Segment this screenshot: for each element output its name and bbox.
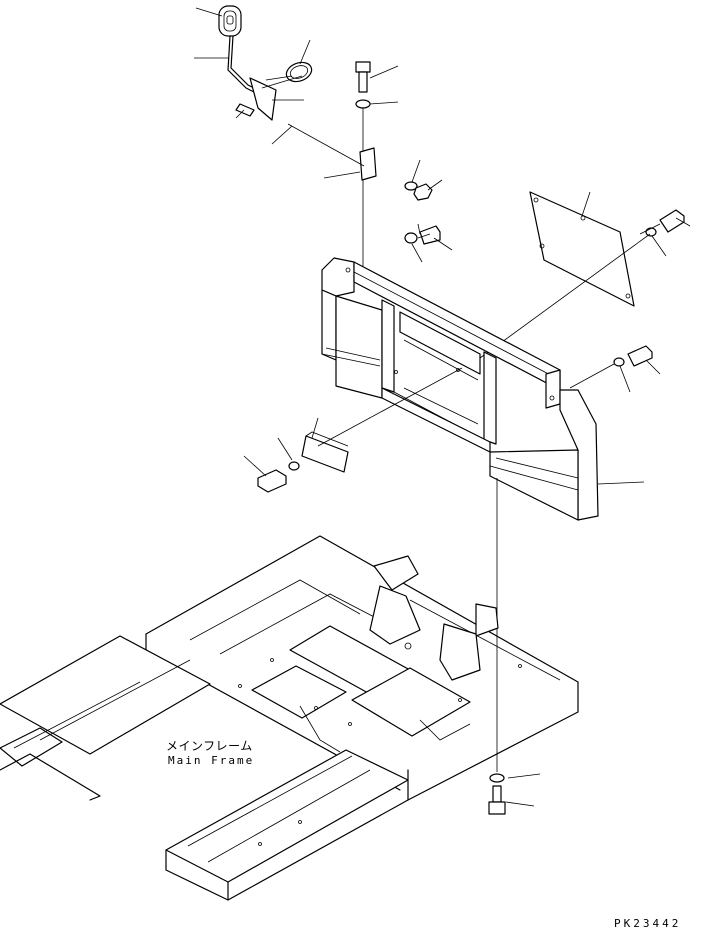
right-fasteners — [569, 345, 653, 389]
mirror-assembly — [218, 5, 313, 121]
main-frame — [0, 535, 579, 901]
top-fasteners — [287, 61, 441, 268]
cover-plate — [479, 191, 685, 359]
drawing-code: PK23442 — [614, 917, 682, 930]
main-frame-label-jp: メインフレーム — [166, 739, 253, 753]
leader-lines — [194, 7, 691, 807]
front-guard-frame — [321, 257, 599, 521]
main-frame-label-en: Main Frame — [168, 754, 255, 767]
bottom-fasteners — [488, 773, 506, 815]
